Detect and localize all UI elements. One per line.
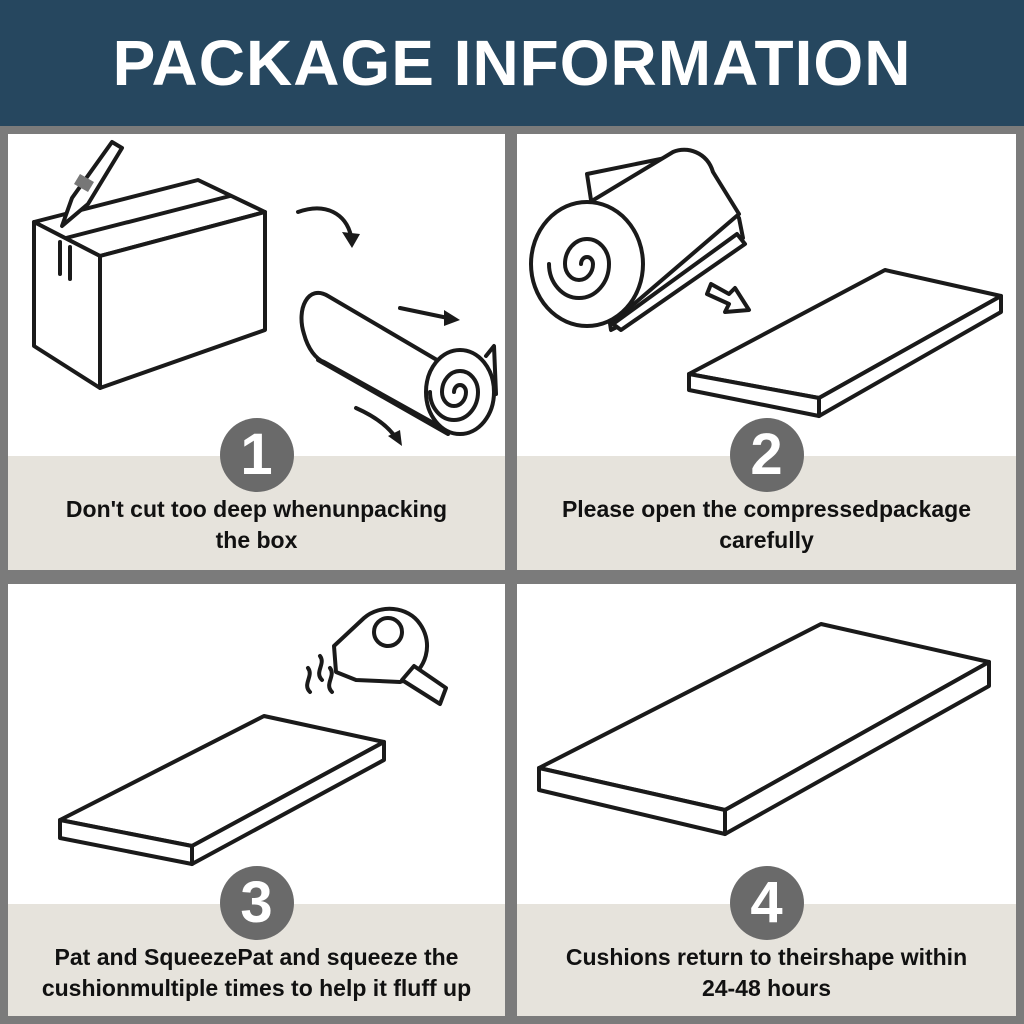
- restored-cushion-illustration: [537, 622, 991, 836]
- flat-cushion-icon: [537, 622, 991, 836]
- flat-cushion-icon: [687, 268, 1003, 418]
- arrow-icon: [705, 282, 751, 314]
- hair-dryer-icon: [305, 606, 448, 706]
- caption-line: cushionmultiple times to help it fluff u…: [41, 975, 472, 1001]
- step-number-badge: 1: [219, 418, 294, 492]
- box-icon: [32, 178, 267, 390]
- caption-line: Cushions return to theirshape within: [565, 944, 968, 970]
- arrow-icon: [296, 206, 360, 248]
- caption-line: Don't cut too deep whenunpacking: [65, 496, 448, 522]
- unpack-box-illustration: [32, 140, 498, 446]
- step-caption: Pat and SqueezePat and squeeze the cushi…: [8, 942, 505, 1004]
- caption-band: 3 Pat and SqueezePat and squeeze the cus…: [8, 866, 505, 1016]
- step-number-badge: 4: [729, 866, 804, 940]
- arrow-icon: [354, 306, 460, 446]
- step-number-badge: 2: [729, 418, 804, 492]
- step-caption: Don't cut too deep whenunpacking the box: [8, 494, 505, 556]
- box-cutter-icon: [60, 140, 124, 228]
- page-title: PACKAGE INFORMATION: [112, 27, 912, 99]
- step-panel-2: 2 Please open the compressedpackage care…: [517, 134, 1016, 570]
- open-package-illustration: [529, 147, 1003, 418]
- caption-line: Pat and SqueezePat and squeeze the: [54, 944, 459, 970]
- step-panel-1: 1 Don't cut too deep whenunpacking the b…: [8, 134, 505, 570]
- caption-line: the box: [215, 527, 298, 553]
- rolled-cushion-icon: [529, 147, 747, 332]
- step-number-badge: 3: [219, 866, 294, 940]
- step-caption: Cushions return to theirshape within 24-…: [517, 942, 1016, 1004]
- caption-line: 24-48 hours: [701, 975, 832, 1001]
- caption-band: 2 Please open the compressedpackage care…: [517, 418, 1016, 570]
- step-caption: Please open the compressedpackage carefu…: [517, 494, 1016, 556]
- caption-line: carefully: [719, 527, 814, 553]
- caption-band: 4 Cushions return to theirshape within 2…: [517, 866, 1016, 1016]
- flat-cushion-icon: [58, 714, 386, 866]
- caption-line: Please open the compressedpackage: [561, 496, 972, 522]
- step-panel-3: 3 Pat and SqueezePat and squeeze the cus…: [8, 584, 505, 1016]
- fluff-cushion-illustration: [58, 606, 448, 866]
- caption-band: 1 Don't cut too deep whenunpacking the b…: [8, 418, 505, 570]
- step-panel-4: 4 Cushions return to theirshape within 2…: [517, 584, 1016, 1016]
- header-banner: PACKAGE INFORMATION: [0, 0, 1024, 126]
- rolled-cushion-icon: [299, 291, 498, 436]
